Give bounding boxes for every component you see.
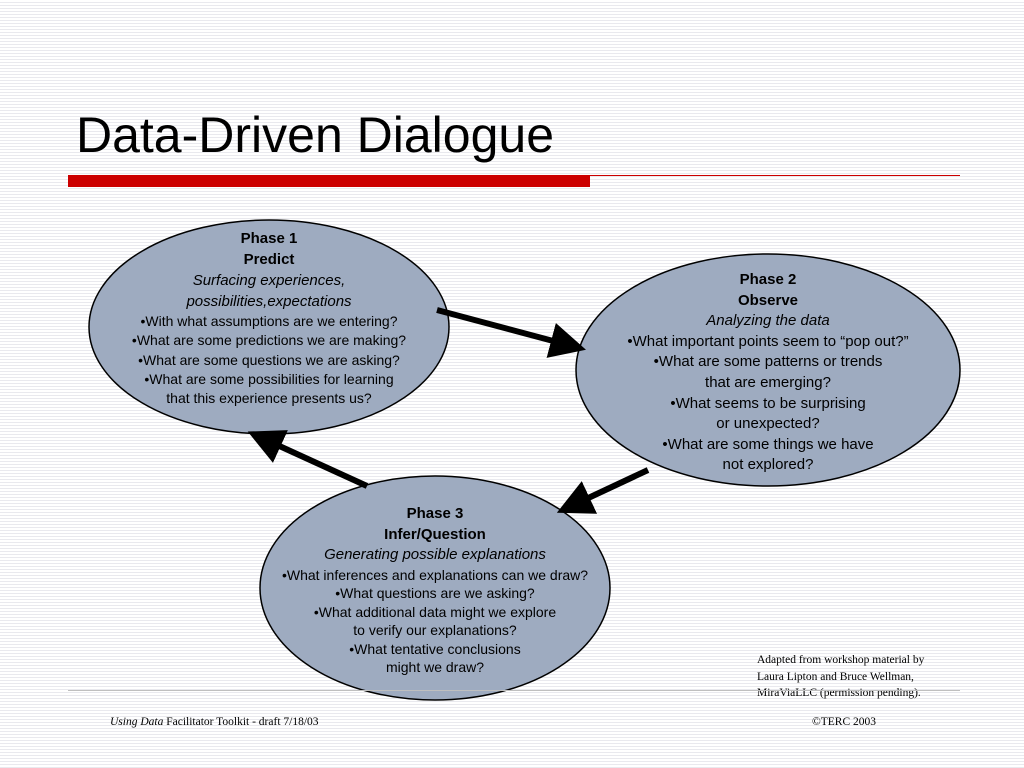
phase-1-bullet-line: •What are some predictions we are making…: [131, 332, 407, 349]
phase-1-heading: Phase 1: [240, 230, 298, 247]
arrow-phase3-to-phase1: [247, 430, 369, 489]
slide-title: Data-Driven Dialogue: [76, 107, 555, 163]
phase-1-bullet-line: •What are some possibilities for learnin…: [144, 370, 394, 387]
phase-2-heading: Phase 2: [739, 271, 797, 288]
phase-2-bullet-line: •What are some patterns or trends: [653, 353, 883, 371]
phase-3-heading: Phase 3: [406, 505, 464, 522]
phase-1-subtitle-line: Surfacing experiences,: [192, 272, 346, 289]
phase-1-bullet-line: •With what assumptions are we entering?: [140, 313, 398, 329]
footer-left-italic: Using Data: [110, 716, 164, 728]
phase-3-bullet-line: to verify our explanations?: [353, 622, 517, 639]
phase-3-bullet-line: •What questions are we asking?: [335, 585, 535, 602]
arrow-phase2-to-phase3: [556, 467, 650, 514]
title-underline-line: [590, 175, 960, 176]
phase-1-name: Predict: [243, 251, 295, 268]
phase-3-name: Infer/Question: [384, 525, 486, 543]
phase-2-name: Observe: [737, 291, 799, 309]
footer-left-text: Facilitator Toolkit - draft 7/18/03: [163, 716, 319, 728]
phase-1-text: Phase 1 Predict Surfacing experiences, p…: [104, 228, 434, 408]
arrow-phase1-to-phase2: [436, 307, 586, 358]
phase-3-subtitle-line: Generating possible explanations: [324, 546, 546, 563]
attribution-line: MiraViaLLC (permission pending).: [757, 687, 921, 699]
phase-1-subtitle-line: possibilities,expectations: [186, 293, 352, 310]
phase-2-bullet-line: •What are some things we have: [662, 435, 874, 453]
footer-divider: [68, 690, 960, 691]
phase-2-bullet-line: or unexpected?: [716, 415, 820, 433]
phase-2-ellipse: [575, 253, 961, 487]
footer-left: Using Data Facilitator Toolkit - draft 7…: [110, 716, 319, 728]
phase-1-bullet-line: that this experience presents us?: [166, 390, 372, 407]
phase-3-bullet-line: •What inferences and explanations can we…: [281, 566, 589, 583]
title-underline-bar: [68, 175, 590, 187]
phase-3-bullet-line: •What tentative conclusions: [349, 640, 521, 657]
phase-3-bullet-line: •What additional data might we explore: [313, 603, 557, 620]
phase-2-bullet-line: not explored?: [722, 456, 814, 474]
phase-2-bullet-line: •What seems to be surprising: [670, 394, 866, 412]
footer-copyright: ©TERC 2003: [812, 716, 877, 728]
phase-3-ellipse: [259, 475, 611, 701]
phase-3-text: Phase 3 Infer/Question Generating possib…: [258, 504, 612, 677]
attribution-note: Adapted from workshop material by Laura …: [757, 652, 957, 702]
phase-1-bullet-line: •What are some questions we are asking?: [138, 351, 400, 368]
phase-2-bullet-line: •What important points seem to “pop out?…: [627, 332, 909, 350]
phase-2-bullet-line: that are emerging?: [705, 373, 831, 391]
attribution-line: Adapted from workshop material by: [757, 654, 925, 666]
attribution-line: Laura Lipton and Bruce Wellman,: [757, 670, 914, 683]
phase-3-bullet-line: might we draw?: [385, 659, 485, 676]
phase-2-text: Phase 2 Observe Analyzing the data •What…: [588, 270, 948, 476]
phase-2-subtitle-line: Analyzing the data: [706, 312, 830, 330]
